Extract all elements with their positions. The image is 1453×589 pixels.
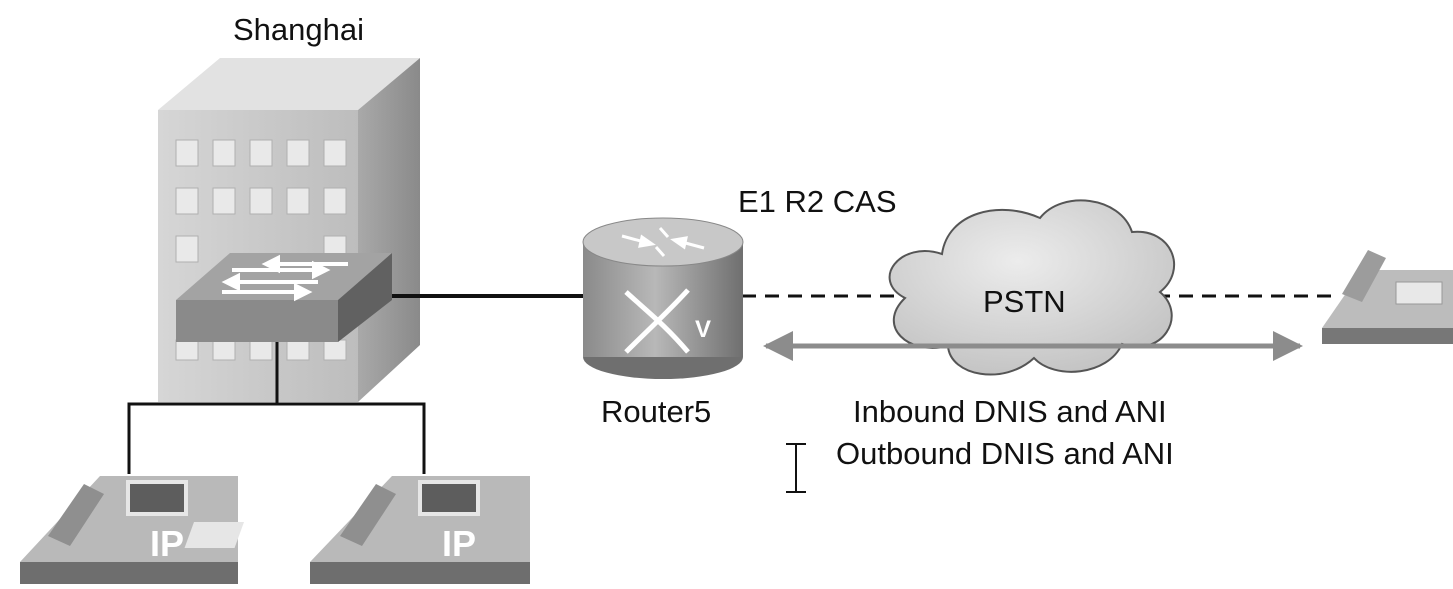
site-label: Shanghai (233, 12, 365, 47)
ip-phone-icon: IP (20, 476, 238, 584)
trunk-label: E1 R2 CAS (738, 184, 897, 219)
switch-icon (176, 253, 392, 342)
outbound-signaling-label: Outbound DNIS and ANI (836, 436, 1174, 471)
ip-phone-icon: IP (184, 476, 530, 584)
text-cursor-icon (786, 443, 806, 493)
building-icon (158, 58, 420, 402)
ip-badge: IP (150, 523, 184, 564)
cloud-icon (888, 199, 1176, 376)
router-badge: V (695, 316, 711, 343)
router-label: Router5 (601, 394, 712, 429)
inbound-signaling-label: Inbound DNIS and ANI (853, 394, 1167, 429)
ip-badge: IP (442, 523, 476, 564)
router-icon: V (582, 217, 744, 379)
analog-phone-icon (1322, 250, 1453, 344)
cloud-label: PSTN (983, 284, 1066, 319)
phone-drop-links (127, 340, 426, 474)
